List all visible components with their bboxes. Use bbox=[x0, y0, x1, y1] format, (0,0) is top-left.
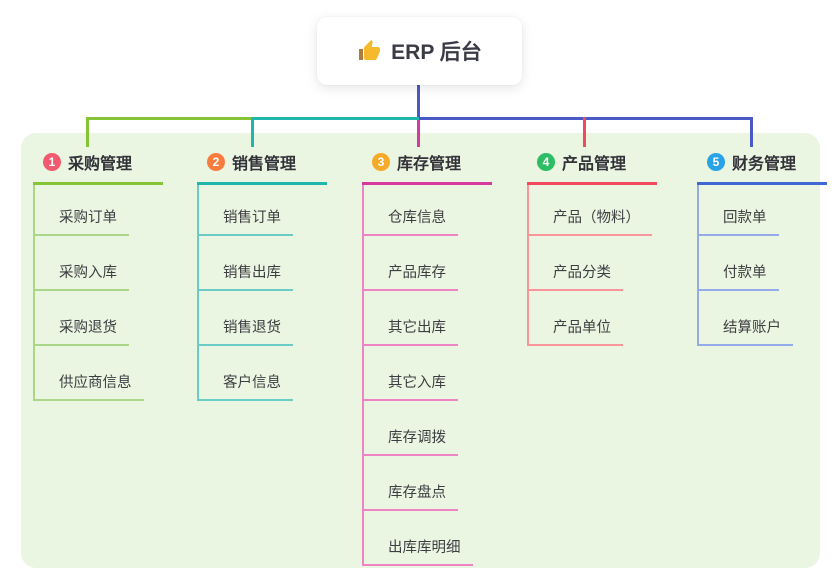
mindmap-node: 付款单 bbox=[699, 236, 793, 291]
branch-purchase-header[interactable]: 1 采购管理 bbox=[33, 146, 163, 185]
branch-purchase-children: 采购订单 采购入库 采购退货 供应商信息 bbox=[33, 185, 144, 401]
branch-sales: 2 销售管理 销售订单 销售出库 销售退货 客户信息 bbox=[197, 146, 327, 401]
node-label[interactable]: 仓库信息 bbox=[364, 206, 458, 236]
connector-bus-segment-green bbox=[86, 117, 253, 120]
node-label[interactable]: 销售出库 bbox=[199, 261, 293, 291]
node-label[interactable]: 产品（物料） bbox=[529, 206, 652, 236]
node-label[interactable]: 回款单 bbox=[699, 206, 779, 236]
mindmap-node: 销售出库 bbox=[199, 236, 293, 291]
connector-stub-product bbox=[583, 117, 586, 147]
branch-number-badge: 2 bbox=[207, 153, 225, 171]
branch-product-header[interactable]: 4 产品管理 bbox=[527, 146, 657, 185]
branch-finance: 5 财务管理 回款单 付款单 结算账户 bbox=[697, 146, 827, 346]
mindmap-node: 库存盘点 bbox=[364, 456, 473, 511]
node-label[interactable]: 采购订单 bbox=[35, 206, 129, 236]
node-label[interactable]: 供应商信息 bbox=[35, 371, 144, 401]
branch-number-badge: 5 bbox=[707, 153, 725, 171]
mindmap-node: 产品单位 bbox=[529, 291, 652, 346]
mindmap-node: 销售退货 bbox=[199, 291, 293, 346]
node-label[interactable]: 销售订单 bbox=[199, 206, 293, 236]
node-label[interactable]: 客户信息 bbox=[199, 371, 293, 401]
branch-finance-header[interactable]: 5 财务管理 bbox=[697, 146, 827, 185]
mindmap-node: 其它出库 bbox=[364, 291, 473, 346]
node-label[interactable]: 付款单 bbox=[699, 261, 779, 291]
connector-root-stem bbox=[417, 85, 420, 120]
branch-purchase: 1 采购管理 采购订单 采购入库 采购退货 供应商信息 bbox=[33, 146, 163, 401]
node-label[interactable]: 出库库明细 bbox=[364, 536, 473, 566]
mindmap-node: 出库库明细 bbox=[364, 511, 473, 566]
branch-title: 产品管理 bbox=[562, 156, 627, 173]
branch-number-badge: 3 bbox=[372, 153, 390, 171]
mindmap-node: 采购入库 bbox=[35, 236, 144, 291]
root-node-erp-backend[interactable]: ERP 后台 bbox=[317, 17, 522, 85]
mindmap-node: 采购退货 bbox=[35, 291, 144, 346]
connector-stub-inventory bbox=[417, 120, 420, 147]
node-label[interactable]: 结算账户 bbox=[699, 316, 793, 346]
mindmap-node: 供应商信息 bbox=[35, 346, 144, 401]
mindmap-node: 客户信息 bbox=[199, 346, 293, 401]
mindmap-node: 库存调拨 bbox=[364, 401, 473, 456]
branch-title: 财务管理 bbox=[732, 156, 797, 173]
root-node-label: ERP 后台 bbox=[391, 41, 482, 64]
branch-finance-children: 回款单 付款单 结算账户 bbox=[697, 185, 793, 346]
node-label[interactable]: 产品分类 bbox=[529, 261, 623, 291]
branch-product-children: 产品（物料） 产品分类 产品单位 bbox=[527, 185, 652, 346]
connector-bus-segment-teal bbox=[253, 117, 419, 120]
mindmap-node: 产品（物料） bbox=[529, 185, 652, 236]
mindmap-node: 产品分类 bbox=[529, 236, 652, 291]
node-label[interactable]: 销售退货 bbox=[199, 316, 293, 346]
branch-inventory-children: 仓库信息 产品库存 其它出库 其它入库 库存调拨 库存盘点 出库库明细 bbox=[362, 185, 473, 566]
mindmap-node: 结算账户 bbox=[699, 291, 793, 346]
connector-stub-purchase bbox=[86, 117, 89, 147]
branch-product: 4 产品管理 产品（物料） 产品分类 产品单位 bbox=[527, 146, 657, 346]
mindmap-node: 销售订单 bbox=[199, 185, 293, 236]
mindmap-node: 其它入库 bbox=[364, 346, 473, 401]
branch-sales-children: 销售订单 销售出库 销售退货 客户信息 bbox=[197, 185, 293, 401]
branch-title: 销售管理 bbox=[232, 156, 297, 173]
mindmap-node: 仓库信息 bbox=[364, 185, 473, 236]
node-label[interactable]: 采购入库 bbox=[35, 261, 129, 291]
branch-number-badge: 1 bbox=[43, 153, 61, 171]
branch-title: 采购管理 bbox=[68, 156, 133, 173]
connector-bus-segment-blue bbox=[419, 117, 753, 120]
mindmap-node: 回款单 bbox=[699, 185, 793, 236]
node-label[interactable]: 其它出库 bbox=[364, 316, 458, 346]
connector-stub-sales bbox=[251, 117, 254, 147]
branch-sales-header[interactable]: 2 销售管理 bbox=[197, 146, 327, 185]
node-label[interactable]: 库存调拨 bbox=[364, 426, 458, 456]
node-label[interactable]: 产品单位 bbox=[529, 316, 623, 346]
node-label[interactable]: 产品库存 bbox=[364, 261, 458, 291]
branch-inventory: 3 库存管理 仓库信息 产品库存 其它出库 其它入库 库存调拨 库存盘点 出库库… bbox=[362, 146, 492, 566]
node-label[interactable]: 其它入库 bbox=[364, 371, 458, 401]
branch-inventory-header[interactable]: 3 库存管理 bbox=[362, 146, 492, 185]
node-label[interactable]: 库存盘点 bbox=[364, 481, 458, 511]
mindmap-canvas-panel bbox=[21, 133, 820, 568]
branch-title: 库存管理 bbox=[397, 156, 462, 173]
mindmap-node: 产品库存 bbox=[364, 236, 473, 291]
branch-number-badge: 4 bbox=[537, 153, 555, 171]
connector-stub-finance bbox=[750, 117, 753, 147]
mindmap-node: 采购订单 bbox=[35, 185, 144, 236]
node-label[interactable]: 采购退货 bbox=[35, 316, 129, 346]
thumbs-up-icon bbox=[357, 39, 381, 63]
